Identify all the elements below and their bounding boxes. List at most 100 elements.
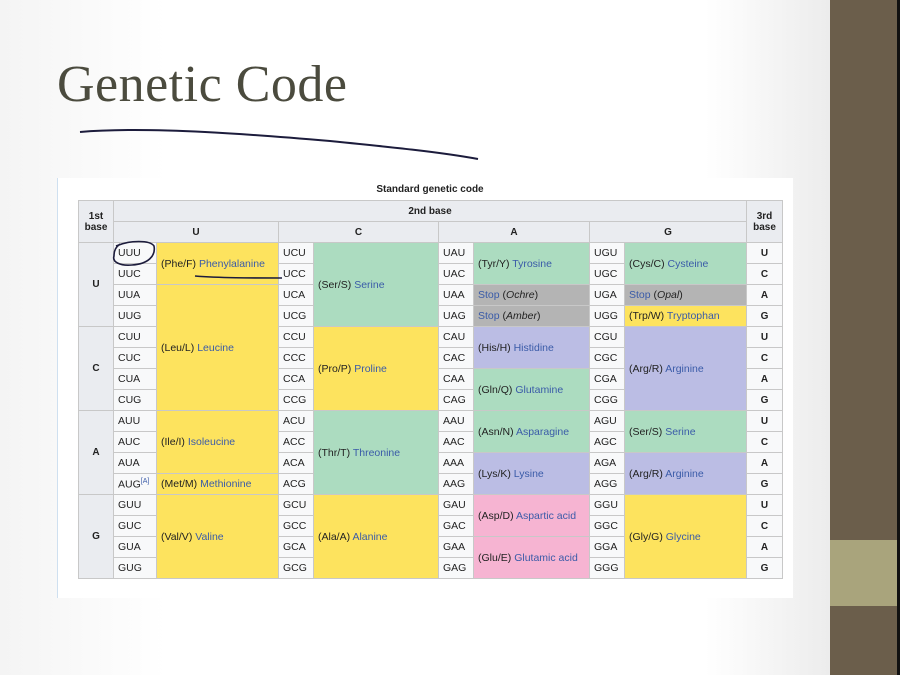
amino-acid-link[interactable]: Aspartic acid [515, 509, 577, 522]
codon-label: AAC [443, 436, 465, 448]
codon-label: UGU [594, 247, 618, 259]
amino-acid-link[interactable]: Tyrosine [512, 257, 552, 270]
codon-cell: GUG [113, 557, 157, 579]
codon-cell: UGU [589, 242, 625, 264]
second-base-A: A [438, 221, 590, 243]
codon-label: CGG [594, 394, 618, 406]
slide-side-accent [830, 540, 897, 606]
codon-cell: UAG [438, 305, 474, 327]
stop-link[interactable]: Stop [478, 289, 500, 301]
codon-label: GUA [118, 541, 141, 553]
amino-acid-abbr: (Glu/E) [478, 551, 512, 564]
amino-acid-link[interactable]: Tryptophan [666, 310, 720, 322]
codon-cell: ACG [278, 473, 314, 495]
second-base-G: G [589, 221, 747, 243]
amino-acid-cell: (Arg/R) Arginine [624, 452, 747, 495]
third-base-A: A [746, 284, 783, 306]
codon-label: ACC [283, 436, 306, 448]
stop-link[interactable]: Stop [629, 289, 651, 301]
codon-label: UCC [283, 268, 306, 280]
codon-cell: ACA [278, 452, 314, 474]
codon-label: UCG [283, 310, 307, 322]
table-caption: Standard genetic code [376, 184, 484, 195]
amino-acid-link[interactable]: Threonine [352, 446, 401, 459]
amino-acid-link[interactable]: Asparagine [515, 425, 570, 438]
amino-acid-link[interactable]: Arginine [665, 467, 704, 480]
amino-acid-abbr: (Arg/R) [629, 467, 663, 480]
amino-acid-abbr: (Cys/C) [629, 257, 665, 270]
codon-label: GCC [283, 520, 307, 532]
codon-label: AUU [118, 415, 141, 427]
codon-label: CUA [118, 373, 141, 385]
codon-cell: UAC [438, 263, 474, 285]
codon-label: UAU [443, 247, 466, 259]
codon-label: GUU [118, 499, 142, 511]
third-base-G: G [746, 473, 783, 495]
amino-acid-abbr: (Ala/A) [318, 530, 351, 543]
amino-acid-link[interactable]: Valine [195, 530, 224, 543]
codon-cell: CGC [589, 347, 625, 369]
codon-label: GAA [443, 541, 466, 553]
codon-cell: AGG [589, 473, 625, 495]
codon-cell: GGA [589, 536, 625, 558]
amino-acid-link[interactable]: Histidine [513, 341, 554, 354]
amino-acid-link[interactable]: Arginine [665, 362, 704, 375]
stop-link[interactable]: Stop [478, 310, 500, 322]
codon-cell: UGG [589, 305, 625, 327]
codon-cell: CUU [113, 326, 157, 348]
codon-label: UUU [118, 247, 141, 259]
codon-cell: AGU [589, 410, 625, 432]
amino-acid-link[interactable]: Alanine [352, 530, 388, 543]
first-base-G: G [78, 494, 114, 579]
amino-acid-link[interactable]: Cysteine [667, 257, 709, 270]
codon-label: CCC [283, 352, 306, 364]
amino-acid-cell: (Arg/R) Arginine [624, 326, 747, 411]
amino-acid-cell: (Ile/I) Isoleucine [156, 410, 279, 474]
codon-label: UAG [443, 310, 466, 322]
third-base-A: A [746, 368, 783, 390]
amino-acid-link[interactable]: Phenylalanine [198, 257, 265, 270]
codon-cell: CAG [438, 389, 474, 411]
footnote-link[interactable]: [A] [140, 477, 150, 485]
codon-cell: AUC [113, 431, 157, 453]
amino-acid-cell: (Val/V) Valine [156, 494, 279, 579]
amino-acid-link[interactable]: Isoleucine [187, 436, 236, 448]
amino-acid-cell: (Ala/A) Alanine [313, 494, 439, 579]
amino-acid-link[interactable]: Serine [354, 278, 385, 291]
codon-label: CUG [118, 394, 142, 406]
amino-acid-cell: (Leu/L) Leucine [156, 284, 279, 411]
third-base-G: G [746, 305, 783, 327]
amino-acid-abbr: (Val/V) [161, 530, 193, 543]
amino-acid-abbr: (Trp/W) [629, 310, 665, 322]
amino-acid-cell: Stop (Ochre) [473, 284, 590, 306]
amino-acid-link[interactable]: Glutamine [515, 383, 564, 396]
amino-acid-link[interactable]: Lysine [513, 467, 544, 480]
third-base-G: G [746, 557, 783, 579]
codon-cell: CAU [438, 326, 474, 348]
amino-acid-link[interactable]: Proline [354, 362, 387, 375]
amino-acid-link[interactable]: Methionine [200, 478, 252, 490]
amino-acid-link[interactable]: Leucine [197, 341, 234, 354]
codon-label: UGA [594, 289, 617, 301]
codon-cell: AGC [589, 431, 625, 453]
codon-label: GGG [594, 562, 619, 574]
amino-acid-cell: (Pro/P) Proline [313, 326, 439, 411]
amino-acid-abbr: (Leu/L) [161, 341, 195, 354]
codon-label: AAU [443, 415, 465, 427]
codon-cell: CUC [113, 347, 157, 369]
amino-acid-link[interactable]: Glutamic acid [514, 551, 578, 564]
codon-cell: CCU [278, 326, 314, 348]
amino-acid-link[interactable]: Glycine [665, 530, 701, 543]
amino-acid-link[interactable]: Serine [665, 425, 696, 438]
slide-title: Genetic Code [57, 56, 348, 113]
